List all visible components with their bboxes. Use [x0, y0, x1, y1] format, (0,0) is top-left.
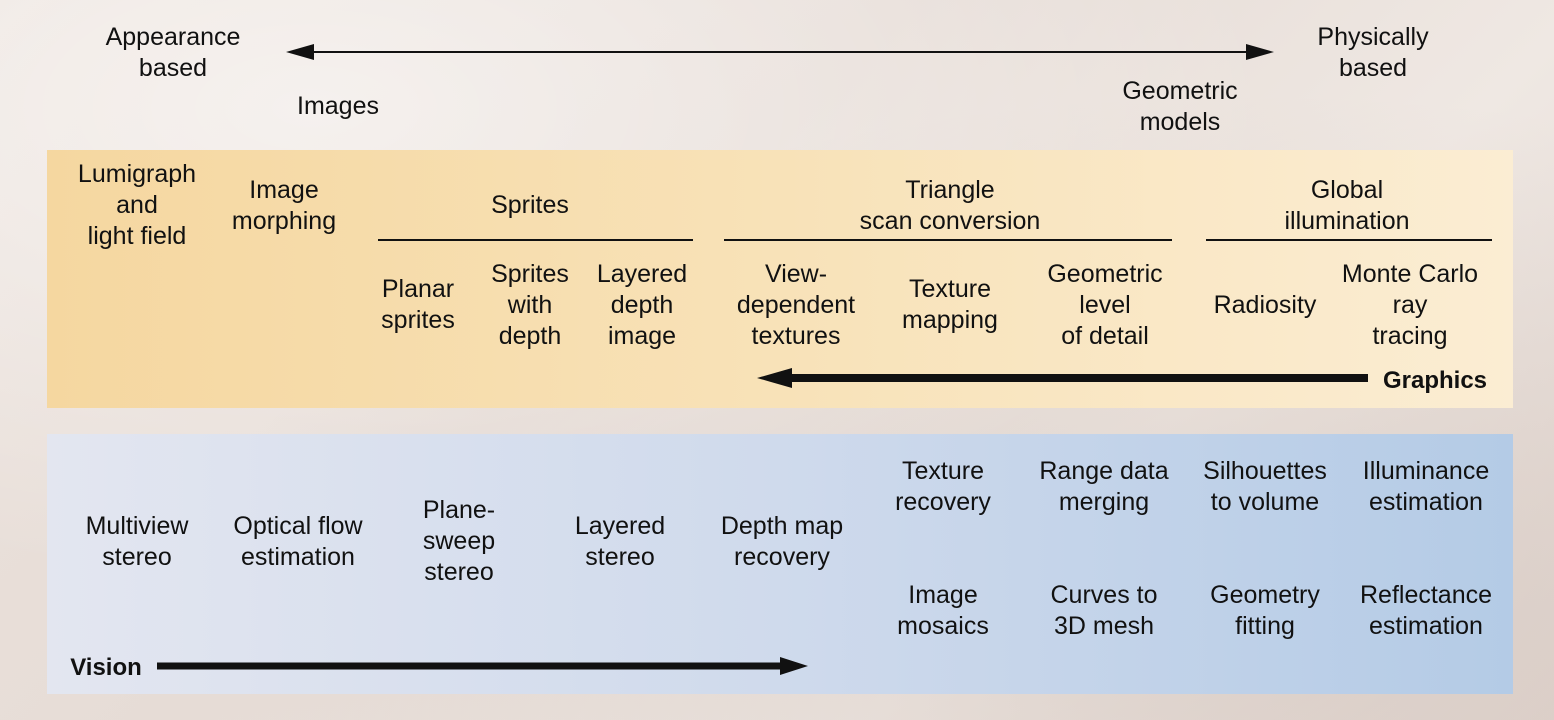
vision-band-label: Vision — [70, 654, 142, 681]
triangle-scan-heading: Triangle scan conversion — [859, 176, 1041, 235]
range-data-merging-label: Range data merging — [1039, 457, 1169, 516]
triangle-rule — [724, 239, 1172, 241]
plane-sweep-stereo-label: Plane- sweep stereo — [422, 496, 496, 586]
monte-carlo-label: Monte Carlo ray tracing — [1341, 260, 1479, 350]
graphics-band-label: Graphics — [1382, 367, 1488, 394]
view-dependent-textures-label: View- dependent textures — [736, 260, 856, 350]
optical-flow-label: Optical flow estimation — [233, 512, 363, 571]
depth-map-recovery-label: Depth map recovery — [720, 512, 844, 571]
layered-depth-image-label: Layered depth image — [596, 260, 688, 350]
multiview-stereo-label: Multiview stereo — [85, 512, 189, 571]
texture-recovery-label: Texture recovery — [895, 457, 991, 516]
graphics-band — [47, 150, 1513, 408]
image-mosaics-label: Image mosaics — [897, 581, 989, 640]
physically-based-label: Physically based — [1317, 23, 1429, 82]
global-illumination-rule — [1206, 239, 1492, 241]
geometric-models-label: Geometric models — [1122, 77, 1238, 136]
appearance-based-label: Appearance based — [105, 23, 241, 82]
global-illumination-heading: Global illumination — [1284, 176, 1410, 235]
planar-sprites-label: Planar sprites — [381, 275, 455, 334]
illuminance-estimation-label: Illuminance estimation — [1362, 457, 1490, 516]
lumigraph-label: Lumigraph and light field — [77, 160, 197, 250]
images-label: Images — [297, 92, 379, 120]
sprites-with-depth-label: Sprites with depth — [491, 260, 569, 350]
image-morphing-label: Image morphing — [231, 176, 337, 235]
silhouettes-to-volume-label: Silhouettes to volume — [1203, 457, 1327, 516]
radiosity-label: Radiosity — [1213, 291, 1317, 319]
geometry-fitting-label: Geometry fitting — [1210, 581, 1320, 640]
curves-to-3d-mesh-label: Curves to 3D mesh — [1050, 581, 1158, 640]
sprites-rule — [378, 239, 693, 241]
vision-band — [47, 434, 1513, 694]
sprites-heading: Sprites — [491, 191, 569, 219]
texture-mapping-label: Texture mapping — [902, 275, 998, 334]
layered-stereo-label: Layered stereo — [574, 512, 666, 571]
geometric-lod-label: Geometric level of detail — [1047, 260, 1163, 350]
reflectance-estimation-label: Reflectance estimation — [1359, 581, 1493, 640]
